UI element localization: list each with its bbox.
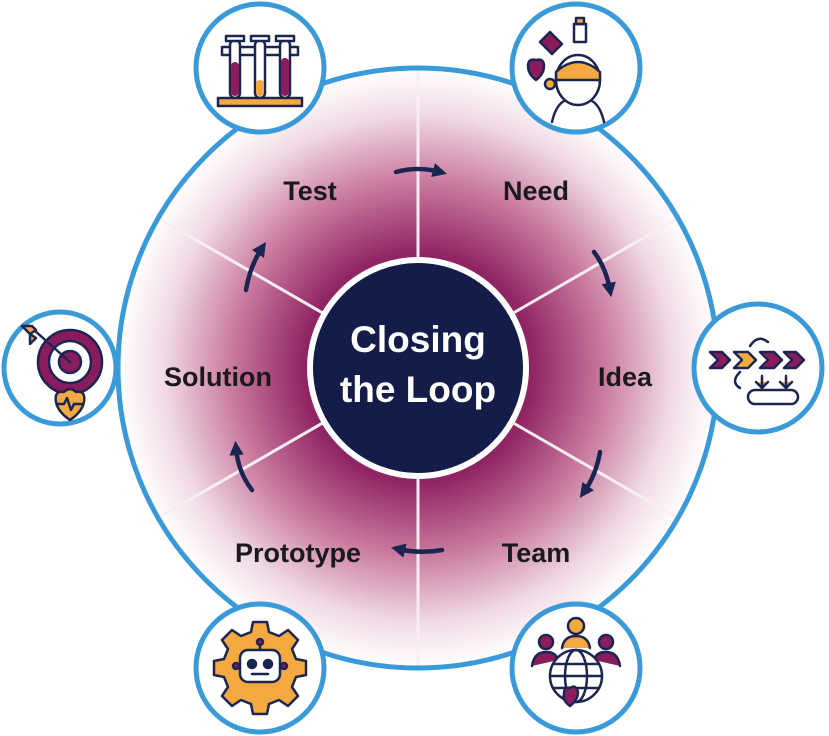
test-tubes-icon bbox=[216, 34, 304, 108]
arrow-idea-to-team bbox=[579, 449, 603, 498]
segment-label-need: Need bbox=[503, 176, 569, 206]
global-team-icon bbox=[530, 616, 622, 708]
gear-robot-icon bbox=[212, 620, 308, 716]
arrow-test-to-need bbox=[393, 163, 447, 178]
segment-label-idea: Idea bbox=[598, 362, 653, 392]
center-title-line1: Closing bbox=[350, 319, 486, 360]
segment-label-team: Team bbox=[502, 538, 571, 568]
target-heart-icon bbox=[20, 324, 104, 422]
arrow-prototype-to-solution bbox=[229, 440, 255, 493]
patient-medicine-icon bbox=[526, 16, 606, 124]
segment-label-test: Test bbox=[283, 176, 337, 206]
prototype-icon-badge bbox=[193, 601, 327, 735]
flow-arrows bbox=[229, 163, 616, 558]
segment-dividers bbox=[157, 70, 679, 666]
test-icon-badge bbox=[193, 1, 327, 135]
arrow-need-to-idea bbox=[591, 249, 616, 298]
idea-icon-badge bbox=[691, 301, 825, 435]
arrow-team-to-prototype bbox=[390, 543, 445, 558]
center-circle bbox=[307, 257, 529, 479]
process-flow-icon bbox=[708, 337, 806, 406]
team-icon-badge bbox=[509, 601, 643, 735]
solution-icon-badge bbox=[1, 309, 119, 427]
arrow-solution-to-test bbox=[243, 242, 266, 293]
segment-label-prototype: Prototype bbox=[235, 538, 361, 568]
center-title-line2: the Loop bbox=[340, 369, 496, 410]
need-icon-badge bbox=[509, 1, 643, 135]
segment-label-solution: Solution bbox=[164, 362, 272, 392]
